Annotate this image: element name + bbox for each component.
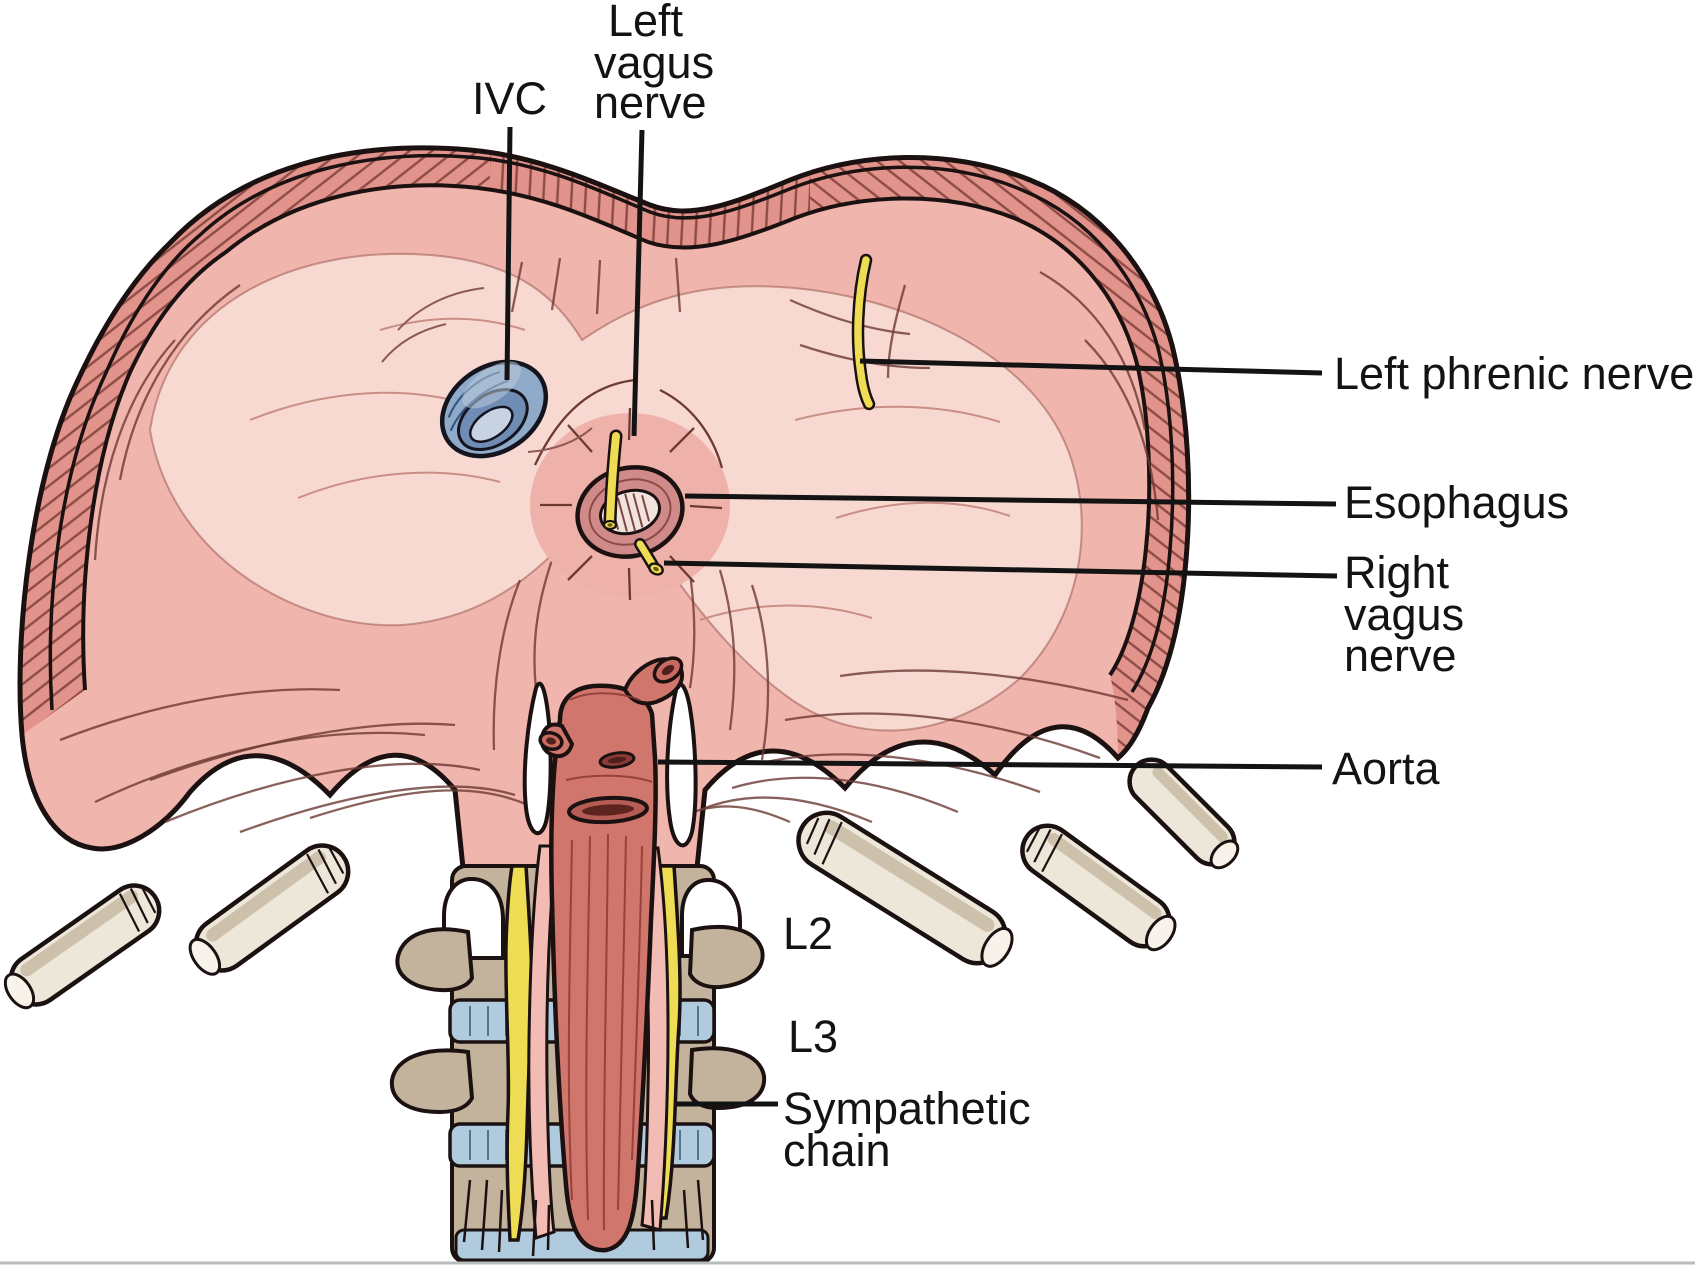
aorta-label: Aorta: [1332, 743, 1441, 794]
left-vagus-nerve: [602, 429, 623, 531]
aorta-left-cut-end: [538, 731, 564, 751]
rim-mid-contour: [48, 153, 1175, 711]
right-vagus-leader: [663, 560, 1338, 579]
diaphragm-outline: [17, 145, 1192, 871]
aorta-texture: [565, 692, 653, 1231]
esophagus-leader: [684, 493, 1337, 507]
tendon-sketch-lines: [249, 317, 1011, 621]
aorta-front-opening: [567, 795, 649, 825]
ivc-label: IVC: [472, 73, 547, 124]
rib-right-outer: [1127, 757, 1240, 870]
left-vagus-leader: [631, 129, 645, 437]
right-vagus-nerve: [634, 538, 664, 576]
rim-inner-contour: [81, 183, 1152, 691]
aorta-leader: [657, 759, 1323, 770]
l3-transverse-process-left: [389, 1048, 475, 1115]
esophageal-hiatus: [530, 378, 730, 601]
rib-left-inner: [188, 843, 351, 976]
rib-right-middle: [1020, 823, 1177, 952]
l3-transverse-process-right: [687, 1046, 767, 1111]
ivc-leader: [504, 126, 513, 381]
esophagus-label: Esophagus: [1344, 477, 1569, 528]
left-phrenic-nerve-label: Left phrenic nerve: [1334, 348, 1694, 399]
aorta-trunk: [549, 683, 658, 1253]
crus-gap-left: [522, 681, 553, 836]
crus-frayed-fibres: [462, 1179, 705, 1257]
crus-gap-right: [665, 682, 698, 848]
left-phrenic-nerve: [851, 253, 876, 411]
aorta: [538, 656, 685, 1253]
muscle-striations: [59, 257, 1160, 834]
l2-transverse-process-right: [687, 925, 765, 990]
l2-transverse-process-left: [395, 927, 475, 993]
left-phrenic-leader: [859, 358, 1323, 376]
rib-left-outer: [3, 883, 162, 1010]
aorta-branch-cut-end: [652, 656, 684, 684]
rib-right-inner: [796, 810, 1014, 968]
l3-label: L3: [788, 1011, 838, 1062]
l2-label: L2: [783, 908, 833, 959]
leader-lines: [504, 126, 1338, 1107]
